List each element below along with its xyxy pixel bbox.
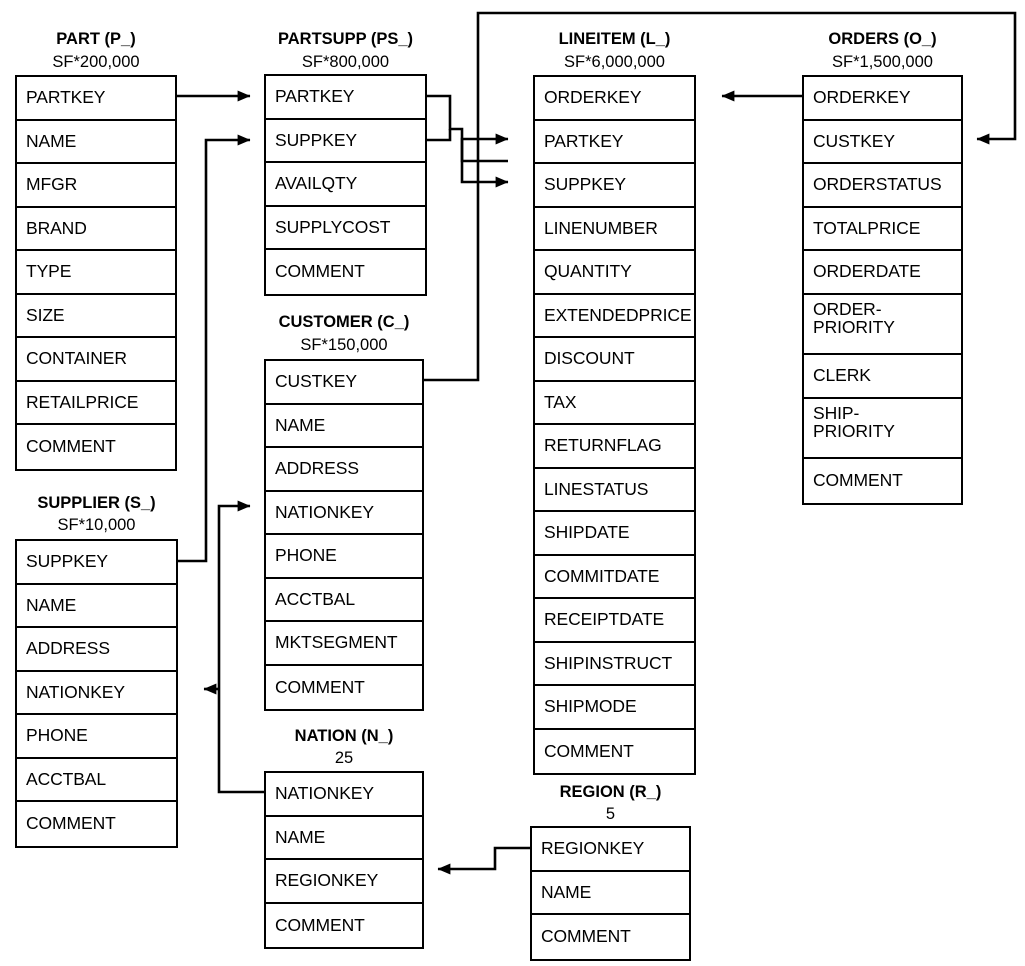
field-lineitem-linenumber: LINENUMBER: [535, 207, 694, 251]
field-orders-orderkey: ORDERKEY: [804, 77, 961, 121]
field-part-brand: BRAND: [17, 207, 175, 251]
table-cardinality-part: SF*200,000: [52, 53, 140, 71]
table-cardinality-supplier: SF*10,000: [57, 516, 136, 534]
wire-supplier-to-partsupp: [178, 134, 251, 563]
table-cardinality-lineitem: SF*6,000,000: [564, 53, 665, 71]
field-customer-phone: PHONE: [266, 535, 422, 579]
field-partsupp-comment: COMMENT: [266, 250, 425, 294]
field-partsupp-availqty: AVAILQTY: [266, 163, 425, 207]
field-lineitem-linestatus: LINESTATUS: [535, 468, 694, 512]
field-partsupp-suppkey: SUPPKEY: [266, 119, 425, 163]
field-orders-order-priority: ORDER-PRIORITY: [804, 294, 961, 355]
field-nation-name: NAME: [266, 816, 422, 860]
field-supplier-phone: PHONE: [17, 715, 176, 759]
field-lineitem-quantity: QUANTITY: [535, 251, 694, 295]
field-part-name: NAME: [17, 120, 175, 164]
field-lineitem-orderkey: ORDERKEY: [535, 77, 694, 121]
field-supplier-comment: COMMENT: [17, 802, 176, 846]
field-nation-nationkey: NATIONKEY: [266, 773, 422, 817]
field-region-comment: COMMENT: [532, 915, 689, 959]
field-part-container: CONTAINER: [17, 338, 175, 382]
field-orders-orderdate: ORDERDATE: [804, 251, 961, 295]
field-orders-clerk: CLERK: [804, 355, 961, 399]
field-region-name: NAME: [532, 871, 689, 915]
table-title-region: REGION (R_): [559, 783, 662, 801]
field-customer-comment: COMMENT: [266, 665, 422, 709]
field-part-mfgr: MFGR: [17, 164, 175, 208]
field-lineitem-commitdate: COMMITDATE: [535, 555, 694, 599]
field-lineitem-shipmode: SHIPMODE: [535, 686, 694, 730]
field-orders-comment: COMMENT: [804, 459, 961, 503]
field-supplier-address: ADDRESS: [17, 628, 176, 672]
field-lineitem-discount: DISCOUNT: [535, 338, 694, 382]
table-cardinality-partsupp: SF*800,000: [301, 53, 390, 71]
field-region-regionkey: REGIONKEY: [532, 828, 689, 872]
table-cardinality-nation: 25: [334, 749, 354, 767]
field-lineitem-extendedprice: EXTENDEDPRICE: [535, 294, 694, 338]
table-title-customer: CUSTOMER (C_): [278, 313, 410, 331]
field-nation-comment: COMMENT: [266, 903, 422, 947]
field-customer-acctbal: ACCTBAL: [266, 578, 422, 622]
field-part-comment: COMMENT: [17, 425, 175, 469]
field-supplier-nationkey: NATIONKEY: [17, 671, 176, 715]
field-customer-mktsegment: MKTSEGMENT: [266, 622, 422, 666]
table-cardinality-customer: SF*150,000: [300, 336, 388, 354]
table-title-orders: ORDERS (O_): [828, 30, 937, 48]
field-customer-name: NAME: [266, 404, 422, 448]
field-part-size: SIZE: [17, 294, 175, 338]
field-lineitem-tax: TAX: [535, 381, 694, 425]
field-customer-custkey: CUSTKEY: [266, 361, 422, 405]
table-title-part: PART (P_): [56, 30, 136, 48]
field-partsupp-partkey: PARTKEY: [266, 76, 425, 120]
field-part-type: TYPE: [17, 251, 175, 295]
table-title-supplier: SUPPLIER (S_): [37, 494, 156, 512]
wire-partsupp-merge-upper: [427, 94, 508, 163]
table-title-partsupp: PARTSUPP (PS_): [277, 30, 414, 48]
wire-region-to-nation: [437, 846, 530, 875]
field-orders-orderstatus: ORDERSTATUS: [804, 164, 961, 208]
field-partsupp-supplycost: SUPPLYCOST: [266, 206, 425, 250]
wire-nation-to-customer-nationkey: [217, 500, 264, 794]
field-lineitem-returnflag: RETURNFLAG: [535, 425, 694, 469]
field-lineitem-shipdate: SHIPDATE: [535, 512, 694, 556]
wire-partsupp-to-lineitem-suppkey: [460, 161, 509, 188]
table-cardinality-region: 5: [605, 805, 616, 823]
field-supplier-name: NAME: [17, 584, 176, 628]
table-title-lineitem: LINEITEM (L_): [558, 30, 671, 48]
field-nation-regionkey: REGIONKEY: [266, 860, 422, 904]
field-part-retailprice: RETAILPRICE: [17, 381, 175, 425]
table-cardinality-orders: SF*1,500,000: [832, 53, 933, 71]
field-orders-totalprice: TOTALPRICE: [804, 207, 961, 251]
field-supplier-suppkey: SUPPKEY: [17, 541, 176, 585]
field-lineitem-receiptdate: RECEIPTDATE: [535, 599, 694, 643]
field-orders-ship-priority: SHIP-PRIORITY: [804, 398, 961, 459]
field-lineitem-suppkey: SUPPKEY: [535, 164, 694, 208]
field-customer-address: ADDRESS: [266, 448, 422, 492]
wire-partsupp-merge-lower: [427, 129, 452, 142]
field-lineitem-partkey: PARTKEY: [535, 120, 694, 164]
wire-partsupp-to-lineitem-partkey: [460, 133, 509, 161]
field-lineitem-shipinstruct: SHIPINSTRUCT: [535, 642, 694, 686]
field-orders-custkey: CUSTKEY: [804, 120, 961, 164]
field-part-partkey: PARTKEY: [17, 77, 175, 121]
field-lineitem-comment: COMMENT: [535, 729, 694, 773]
field-supplier-acctbal: ACCTBAL: [17, 758, 176, 802]
table-title-nation: NATION (N_): [294, 727, 394, 745]
field-customer-nationkey: NATIONKEY: [266, 491, 422, 535]
